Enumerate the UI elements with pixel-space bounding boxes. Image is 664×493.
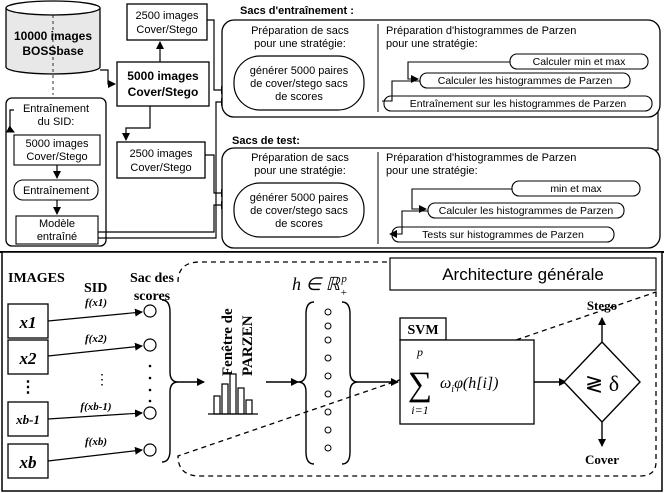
sid-training-step — [13, 179, 99, 201]
bag-label-line1: Sac des — [130, 271, 175, 286]
sid-data-line2: Cover/Stego — [26, 151, 87, 163]
training-generate-box — [233, 55, 365, 111]
score-circles — [143, 304, 157, 457]
test-step-minmax-label: min et max — [550, 183, 602, 195]
sid-function-b-1: f(xb-1) — [80, 401, 111, 413]
test-hist-line1: Préparation d'histogrammes de Parzen — [386, 152, 576, 164]
training-prep-line1: Préparation de sacs — [251, 25, 349, 37]
architecture-title-box — [389, 257, 657, 291]
training-step-train — [383, 95, 653, 112]
main-split-box — [116, 61, 210, 107]
database-cylinder: 10000 images BOSSbase — [5, 0, 101, 95]
bag-label-line2: scores — [134, 289, 171, 304]
sid-function-2: f(x2) — [85, 333, 107, 345]
pipeline-dashed-region — [177, 261, 657, 477]
svm-sum-sign: ∑ — [408, 366, 432, 403]
images-label: IMAGES — [8, 271, 65, 286]
test-step-tests-label: Tests sur histogrammes de Parzen — [422, 229, 584, 241]
test-bags-heading: Sacs de test: — [232, 135, 300, 147]
svm-label: SVM — [407, 323, 438, 338]
train-split-line2: Cover/Stego — [136, 24, 197, 36]
parzen-label-line1: Fenêtre de — [220, 308, 236, 376]
image-box-b-1 — [7, 401, 49, 437]
sid-training-step-label: Entraînement — [23, 185, 89, 197]
sid-arrows — [47, 308, 143, 462]
database-line2: BOSSbase — [22, 44, 84, 58]
trained-model-line2: entraîné — [37, 231, 77, 243]
image-box-1 — [7, 303, 49, 339]
test-generate-line1: générer 5000 paires — [250, 192, 349, 204]
score-dots — [148, 364, 152, 403]
training-generate-line2: de cover/stego sacs — [250, 78, 348, 90]
sid-function-ellipsis: ⋮ — [95, 373, 109, 388]
sid-function-b: f(xb) — [85, 436, 107, 448]
test-generate-line3: de scores — [275, 218, 323, 230]
training-step-minmax-label: Calculer min et max — [533, 56, 627, 68]
test-split-line2: Cover/Stego — [130, 162, 191, 174]
training-hist-line1: Préparation d'histogrammes de Parzen — [386, 25, 576, 37]
svm-box — [399, 339, 535, 425]
histogram-icon — [208, 373, 258, 415]
database-line1: 10000 images — [14, 29, 92, 43]
test-hist-line2: pour une stratégie: — [386, 165, 478, 177]
test-split-line1: 2500 images — [130, 148, 193, 160]
training-step-histograms-label: Calculer les histogrammes de Parzen — [438, 75, 613, 87]
svm-sum-lower: i=1 — [411, 403, 428, 417]
training-hist-line2: pour une stratégie: — [386, 38, 478, 50]
sid-data-line1: 5000 images — [26, 138, 89, 150]
h-vector-brace-left — [297, 301, 315, 465]
test-generate-line2: de cover/stego sacs — [250, 205, 348, 217]
training-step-train-label: Entraînement sur les histogrammes de Par… — [410, 98, 627, 110]
test-split-box — [116, 141, 206, 179]
svm-sum-upper: p — [416, 345, 423, 359]
training-generate-line3: de scores — [275, 91, 323, 103]
training-generate-line1: générer 5000 paires — [250, 65, 349, 77]
test-generate-box — [233, 182, 365, 238]
trained-model-line1: Modèle — [39, 218, 75, 230]
sid-training-title1: Entraînement — [23, 103, 89, 115]
image-box-2 — [7, 339, 49, 375]
sid-function-1: f(x1) — [85, 297, 107, 309]
image-label-2: x2 — [19, 349, 38, 368]
train-split-line1: 2500 images — [136, 10, 199, 22]
architecture-frame — [1, 251, 663, 492]
decision-label: ≷ δ — [585, 371, 619, 396]
h-vector-circles — [324, 308, 332, 452]
main-split-line2: Cover/Stego — [128, 85, 199, 99]
image-label-b-1: xb-1 — [15, 412, 40, 427]
stego-label: Stego — [587, 298, 617, 313]
training-step-arrows — [382, 61, 510, 102]
parzen-label-line2: PARZEN — [240, 315, 256, 376]
image-label-1: x1 — [19, 313, 37, 332]
training-bags-heading: Sacs d'entraînement : — [240, 5, 354, 17]
test-prep-line1: Préparation de sacs — [251, 152, 349, 164]
trained-model-box — [15, 215, 99, 245]
sid-data-box — [13, 134, 101, 166]
training-prep-line2: pour une stratégie: — [254, 38, 346, 50]
svm-formula: ωiφ(h[i]) — [440, 375, 498, 395]
test-prep-line2: pour une stratégie: — [254, 165, 346, 177]
image-label-b: xb — [19, 453, 37, 472]
cover-label: Cover — [585, 452, 619, 467]
architecture-title: Architecture générale — [442, 265, 604, 284]
image-ellipsis: ⋮ — [20, 379, 36, 396]
train-split-box — [126, 3, 208, 41]
test-step-histograms-label: Calculer les histogrammes de Parzen — [439, 205, 614, 217]
test-step-arrows — [389, 188, 512, 238]
sid-label: SID — [84, 281, 107, 296]
main-split-line1: 5000 images — [127, 69, 199, 83]
sid-training-title2: du SID: — [38, 116, 75, 128]
